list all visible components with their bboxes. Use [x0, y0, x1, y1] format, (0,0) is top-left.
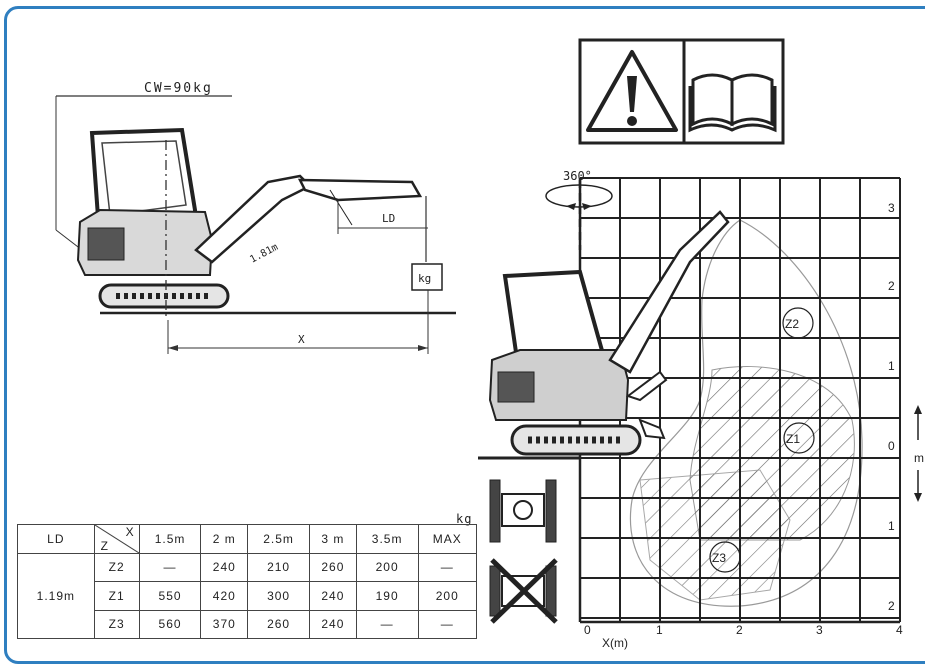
y-unit-label: m — [914, 451, 924, 465]
x-tick-label: 2 — [736, 623, 743, 637]
table-row: Z3 560 370 260 240 — — — [18, 609, 477, 639]
ld-header: LD — [17, 524, 95, 554]
table-row: Z1 550 420 300 240 190 200 — [18, 581, 477, 611]
table-unit: kg — [456, 512, 473, 526]
zone-z2-label: Z2 — [785, 317, 799, 331]
value-cell: 240 — [200, 552, 249, 582]
value-cell: 260 — [308, 552, 357, 582]
load-table: LD X Z 1.5m 2 m 2.5m 3 m 3.5m MAX 1.19m … — [17, 524, 477, 639]
zone-cell: Z1 — [93, 581, 140, 611]
zone-cell: Z2 — [93, 552, 140, 582]
value-cell: 200 — [355, 552, 419, 582]
y-tick-label: 1 — [888, 519, 895, 533]
x-axis-title: X(m) — [602, 636, 628, 650]
y-tick-label: 0 — [888, 439, 895, 453]
x-tick-label: 4 — [896, 623, 903, 637]
machine-top-view-icon — [489, 479, 557, 543]
x-tick-label: 0 — [584, 623, 591, 637]
zone-z3-label: Z3 — [712, 551, 726, 565]
value-cell: 260 — [247, 609, 310, 639]
value-cell: — — [355, 609, 419, 639]
left-excavator-diagram: CW=90kg 1.81m LD kg X — [55, 81, 456, 354]
y-tick-label: 2 — [888, 599, 895, 613]
value-cell: 420 — [200, 581, 249, 611]
value-cell: 370 — [200, 609, 249, 639]
x-tick-label: 1 — [656, 623, 663, 637]
corner-x-label: X — [125, 525, 135, 539]
value-cell: 210 — [247, 552, 310, 582]
x-axis-ticks: 0 1 2 3 4 — [584, 623, 903, 637]
value-cell: — — [417, 609, 477, 639]
boom-length-label: 1.81m — [248, 242, 280, 266]
value-cell: 240 — [308, 609, 357, 639]
value-cell: 300 — [247, 581, 310, 611]
lift-chart: 360° Z2 Z1 Z3 0 1 2 3 4 3 2 1 0 1 2 X(m) m — [478, 169, 924, 650]
table-header-row: LD X Z 1.5m 2 m 2.5m 3 m 3.5m MAX — [17, 524, 477, 554]
rotation-label: 360° — [563, 169, 592, 183]
counterweight-label: CW=90kg — [144, 81, 213, 96]
value-cell: 550 — [138, 581, 202, 611]
value-cell: 240 — [308, 581, 357, 611]
col-header: 2.5m — [247, 524, 310, 554]
xz-corner-header: X Z — [93, 524, 140, 554]
x-dimension-label: X — [298, 333, 305, 346]
chart-excavator — [488, 210, 730, 456]
col-header: 3.5m — [355, 524, 419, 554]
col-header: 2 m — [200, 524, 249, 554]
value-cell: 190 — [355, 581, 419, 611]
prohibited-top-view-icon — [489, 558, 558, 624]
warning-triangle-icon — [586, 50, 678, 132]
table-row: 1.19m Z2 — 240 210 260 200 — — [17, 552, 477, 639]
y-axis-ticks: 3 2 1 0 1 2 — [888, 201, 895, 613]
manual-book-icon — [688, 73, 777, 133]
load-kg-label: kg — [418, 272, 431, 285]
panel-frame — [4, 6, 925, 664]
value-cell: 560 — [138, 609, 202, 639]
col-header: 3 m — [308, 524, 357, 554]
value-cell: — — [417, 552, 477, 582]
corner-z-label: Z — [100, 538, 110, 553]
ld-value: 1.19m — [17, 552, 95, 639]
col-header: 1.5m — [138, 524, 202, 554]
zone-cell: Z3 — [93, 609, 140, 639]
ld-dimension-label: LD — [382, 212, 395, 225]
x-tick-label: 3 — [816, 623, 823, 637]
value-cell: 200 — [417, 581, 477, 611]
y-tick-label: 2 — [888, 279, 895, 293]
load-capacity-table: LD X Z 1.5m 2 m 2.5m 3 m 3.5m MAX 1.19m … — [17, 524, 477, 639]
col-header: MAX — [417, 524, 477, 554]
y-tick-label: 1 — [888, 359, 895, 373]
zone-z1-label: Z1 — [786, 432, 800, 446]
y-tick-label: 3 — [888, 201, 895, 215]
value-cell: — — [138, 552, 202, 582]
